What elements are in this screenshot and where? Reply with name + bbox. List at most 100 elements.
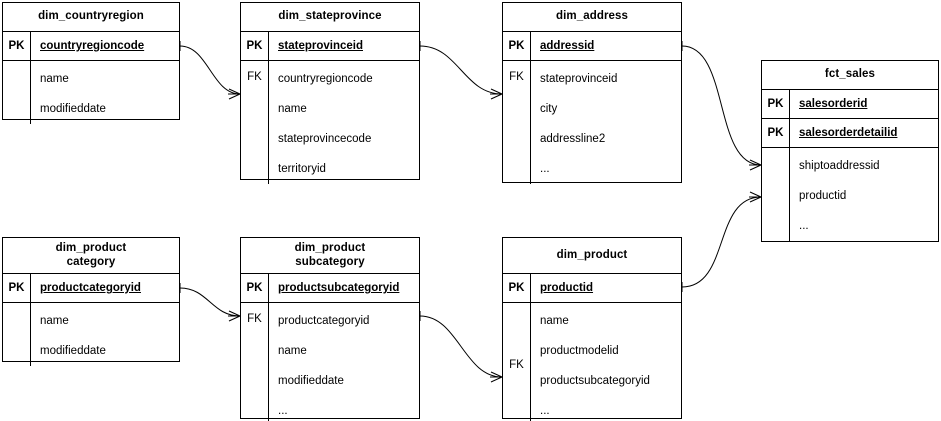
cardinality-many-marker [490,376,503,383]
primary-key-label: PK [503,32,531,60]
cardinality-many-marker [228,88,241,95]
attribute-list: name modifieddate [31,303,179,366]
attribute-field: stateprovincecode [278,132,372,145]
relationship-subcategory-to-product[interactable] [419,311,503,383]
attribute-list: stateprovinceid city addressline2... [531,61,681,184]
attribute-field: countryregioncode [278,72,373,85]
relationship-address-to-fctsales[interactable] [681,41,762,171]
attribute-block: name modifieddate [3,303,179,366]
primary-key-field-name: countryregioncode [40,40,145,52]
primary-key-label: PK [241,32,269,60]
primary-key-row[interactable]: PK productid [503,274,681,303]
primary-key-label: PK [3,32,31,60]
attribute-field: ... [540,404,550,417]
primary-key-row[interactable]: PK addressid [503,32,681,61]
attribute-field: productid [799,189,847,202]
entity-title: dim_countryregion [3,3,179,32]
attribute-field: modifieddate [40,102,106,115]
attribute-field: name [278,344,307,357]
attribute-field: productsubcategoryid [540,374,650,387]
primary-key-label: PK [3,274,31,302]
relationship-line[interactable] [179,45,241,95]
entity-title: dim_stateprovince [241,3,419,32]
primary-key-field-name: stateprovinceid [278,40,363,52]
attribute-list: countryregioncode name stateprovincecode te… [269,61,419,184]
attribute-list: productcategoryid name modifieddate... [269,303,419,421]
relationship-productcategory-to-subcategory[interactable] [179,283,241,322]
foreign-key-label [762,148,790,241]
primary-key-row[interactable]: PK stateprovinceid [241,32,419,61]
relationship-line[interactable] [419,45,503,95]
relationship-product-to-fctsales[interactable] [681,191,762,292]
entity-title: dim_product subcategory [241,238,419,274]
attribute-field: shiptoaddressid [799,159,880,172]
attribute-block: shiptoaddressid productid... [762,148,938,241]
entity-title: fct_sales [762,61,938,90]
primary-key-row[interactable]: PK productsubcategoryid [241,274,419,303]
cardinality-many-marker [749,164,762,171]
primary-key-label: PK [503,274,531,302]
foreign-key-label [3,303,31,366]
relationship-line[interactable] [681,196,762,288]
primary-key-field-name: productid [540,282,594,294]
attribute-field: ... [799,219,809,232]
attribute-field: addressline2 [540,132,606,145]
primary-key-row[interactable]: PK countryregioncode [3,32,179,61]
attribute-list: name modifieddate [31,61,179,124]
attribute-block: FK name productmodelid productsubcategoryid… [503,303,681,421]
attribute-block: name modifieddate [3,61,179,124]
attribute-block: FK stateprovinceid city addressline2... [503,61,681,184]
attribute-field: modifieddate [40,344,106,357]
cardinality-many-marker [490,371,503,378]
primary-key-field-name: productsubcategoryid [278,282,400,294]
attribute-field: ... [540,162,550,175]
attribute-list: shiptoaddressid productid... [790,148,938,241]
attribute-field: ... [278,404,288,417]
attribute-field: productmodelid [540,344,619,357]
attribute-field: territoryid [278,162,326,175]
primary-key-label: PK [241,274,269,302]
foreign-key-label [3,61,31,124]
attribute-field: city [540,102,558,115]
entity-title: dim_product category [3,238,179,274]
attribute-list: name productmodelid productsubcategoryid..… [531,303,681,421]
foreign-key-label: FK [503,61,531,184]
cardinality-many-marker [228,310,241,317]
entity-title: dim_product [503,238,681,274]
cardinality-many-marker [490,93,503,100]
primary-key-label: PK [762,90,790,118]
attribute-field: name [40,72,69,85]
cardinality-many-marker [749,159,762,166]
relationship-line[interactable] [179,287,241,317]
foreign-key-label: FK [503,303,531,421]
attribute-block: FK countryregioncode name stateprovincecode… [241,61,419,184]
attribute-field: modifieddate [278,374,344,387]
relationship-stateprovince-to-address[interactable] [419,41,503,100]
primary-key-field-name: salesorderdetailid [799,127,898,139]
foreign-key-label: FK [241,61,269,184]
relationship-line[interactable] [681,45,762,166]
relationship-line[interactable] [419,315,503,378]
cardinality-many-marker [749,191,762,198]
cardinality-many-marker [228,93,241,100]
attribute-field: stateprovinceid [540,72,618,85]
attribute-field: name [40,314,69,327]
foreign-key-label: FK [241,303,269,421]
attribute-field: productcategoryid [278,314,370,327]
relationship-countryregion-to-stateprovince[interactable] [179,41,241,100]
primary-key-field-name: addressid [540,40,595,52]
attribute-field: name [540,314,569,327]
attribute-field: name [278,102,307,115]
attribute-block: FK productcategoryid name modifieddate... [241,303,419,421]
